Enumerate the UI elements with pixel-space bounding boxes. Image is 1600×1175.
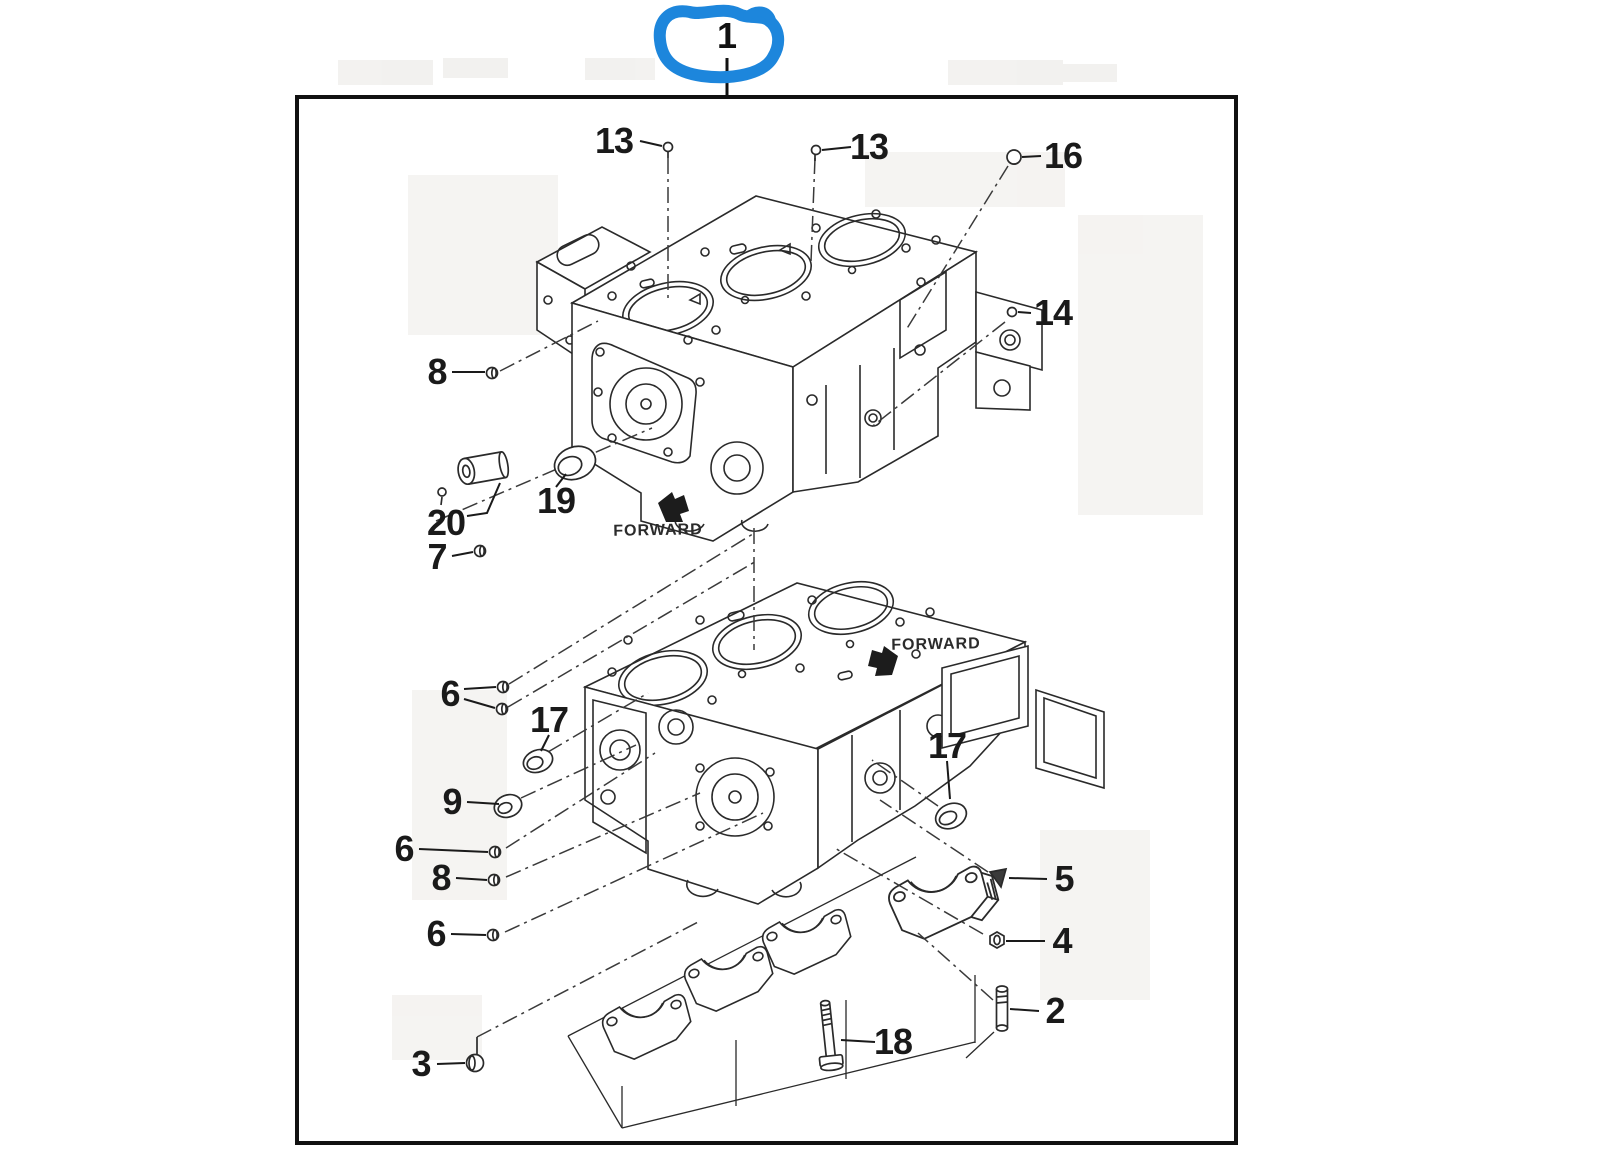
- engine-block-top: [535, 195, 1043, 542]
- part-seal-17-left: [522, 748, 554, 774]
- part-callout-18: 18: [873, 1021, 913, 1062]
- part-callout-14: 14: [1033, 292, 1073, 333]
- part-plug-8-bottom: [487, 873, 501, 887]
- scan-shadows: [392, 152, 1203, 1060]
- part-callout-6: 6: [426, 913, 446, 954]
- part-callout-6: 6: [394, 828, 414, 869]
- part-pin-13-left: [662, 141, 674, 158]
- highlight-ellipse: [653, 4, 785, 84]
- part-pin-14: [1006, 306, 1018, 318]
- part-pin-13-right: [810, 144, 822, 161]
- part-callout-9: 9: [442, 781, 462, 822]
- part-callout-6: 6: [440, 673, 460, 714]
- forward-arrow-bottom: [868, 646, 898, 676]
- part-callout-19: 19: [536, 480, 576, 521]
- part-callout-5: 5: [1054, 858, 1074, 899]
- part-bushing-19: [553, 445, 597, 481]
- part-taper-plug-5: [988, 867, 1008, 889]
- part-seal-17-right: [934, 802, 968, 830]
- part-hex-plug-4: [989, 931, 1005, 949]
- part-plug-6a: [496, 680, 510, 694]
- part-callout-13: 13: [594, 120, 634, 161]
- part-bushing-20: [457, 451, 510, 486]
- part-callout-8: 8: [431, 857, 451, 898]
- part-callout-3: 3: [411, 1043, 431, 1084]
- small-parts: [437, 141, 1022, 1073]
- part-callout-7: 7: [427, 536, 447, 577]
- part-plug-6b: [495, 702, 509, 716]
- part-callout-16: 16: [1043, 135, 1083, 176]
- part-callout-20: 20: [426, 502, 466, 543]
- part-cup-plug-3: [465, 1037, 485, 1073]
- part-callout-2: 2: [1045, 990, 1065, 1031]
- forward-label: FORWARD: [891, 635, 981, 654]
- part-dowel-2: [965, 985, 1009, 1059]
- scan-artifacts: [338, 58, 1117, 85]
- highlight-ellipse-overlap: [743, 6, 776, 25]
- part-bolt-18: [818, 999, 844, 1072]
- bearing-caps: [567, 856, 1000, 1129]
- part-seal-9: [493, 793, 523, 819]
- part-plug-6c: [488, 845, 502, 859]
- figure-border: [295, 95, 1238, 1145]
- part-plug-7: [473, 544, 487, 558]
- forward-label: FORWARD: [613, 521, 703, 540]
- part-plug-6d: [486, 928, 500, 942]
- part-callout-13: 13: [849, 126, 889, 167]
- part-ball-16: [1006, 149, 1022, 165]
- center-lines: [435, 157, 1009, 1038]
- part-plug-8-top: [485, 366, 499, 380]
- part-callout-17: 17: [529, 699, 569, 740]
- engine-block-bottom: [582, 580, 1105, 905]
- forward-arrow-top: [658, 492, 689, 522]
- figure-number: 1: [716, 15, 738, 56]
- leader-lines: [418, 140, 1048, 1065]
- part-callout-4: 4: [1052, 920, 1072, 961]
- part-pin-20: [437, 487, 447, 506]
- part-callout-17: 17: [927, 725, 967, 766]
- part-callout-8: 8: [427, 351, 447, 392]
